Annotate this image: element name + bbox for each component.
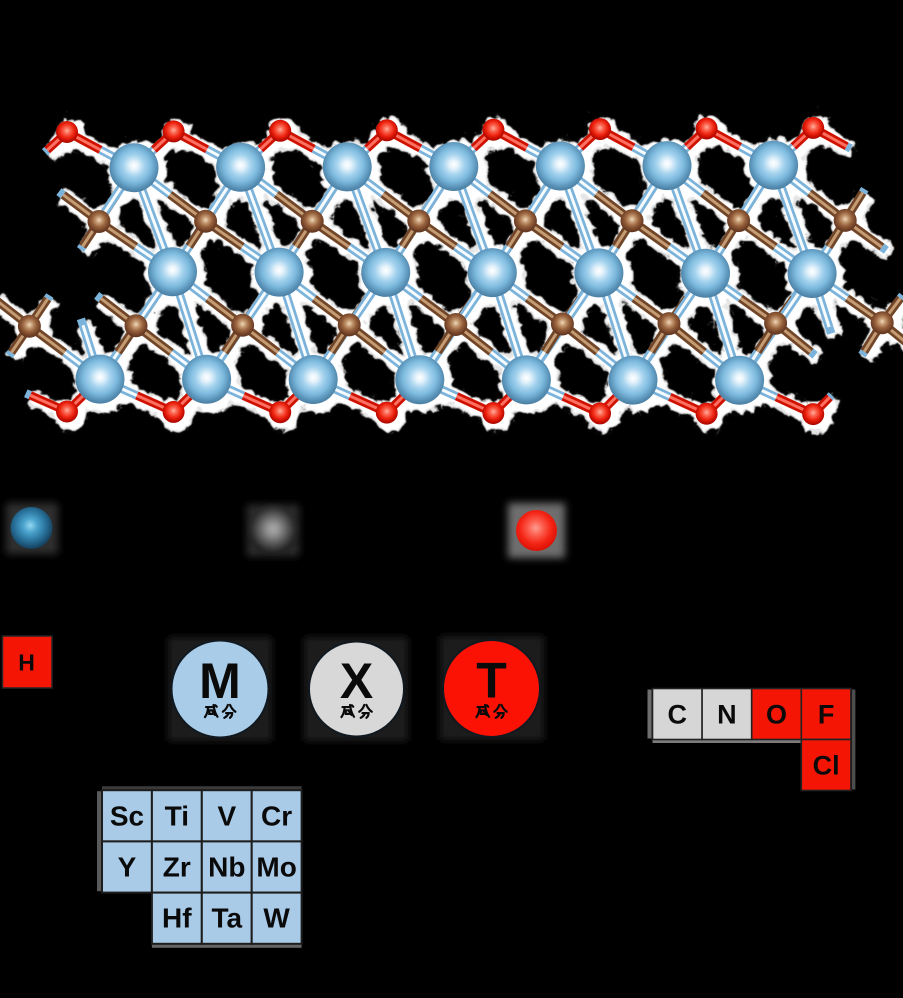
svg-text:C: C	[668, 700, 688, 730]
svg-text:W: W	[263, 903, 290, 934]
svg-text:Cr: Cr	[261, 800, 292, 831]
svg-text:X: X	[340, 653, 373, 709]
svg-text:Hf: Hf	[162, 903, 192, 934]
svg-text:Nb: Nb	[208, 852, 245, 883]
svg-text:V: V	[217, 800, 236, 831]
svg-text:Mo: Mo	[256, 852, 296, 883]
svg-text:Cl: Cl	[813, 751, 840, 781]
svg-text:M: M	[199, 653, 241, 709]
svg-text:O: O	[766, 700, 787, 730]
svg-text:Zr: Zr	[163, 852, 191, 883]
svg-text:N: N	[717, 700, 737, 730]
svg-text:F: F	[818, 700, 835, 730]
svg-text:Sc: Sc	[110, 800, 144, 831]
svg-text:Ti: Ti	[165, 800, 189, 831]
svg-text:T: T	[476, 653, 507, 709]
svg-text:Ta: Ta	[211, 903, 242, 934]
svg-text:H: H	[18, 650, 35, 676]
svg-text:Y: Y	[118, 852, 137, 883]
